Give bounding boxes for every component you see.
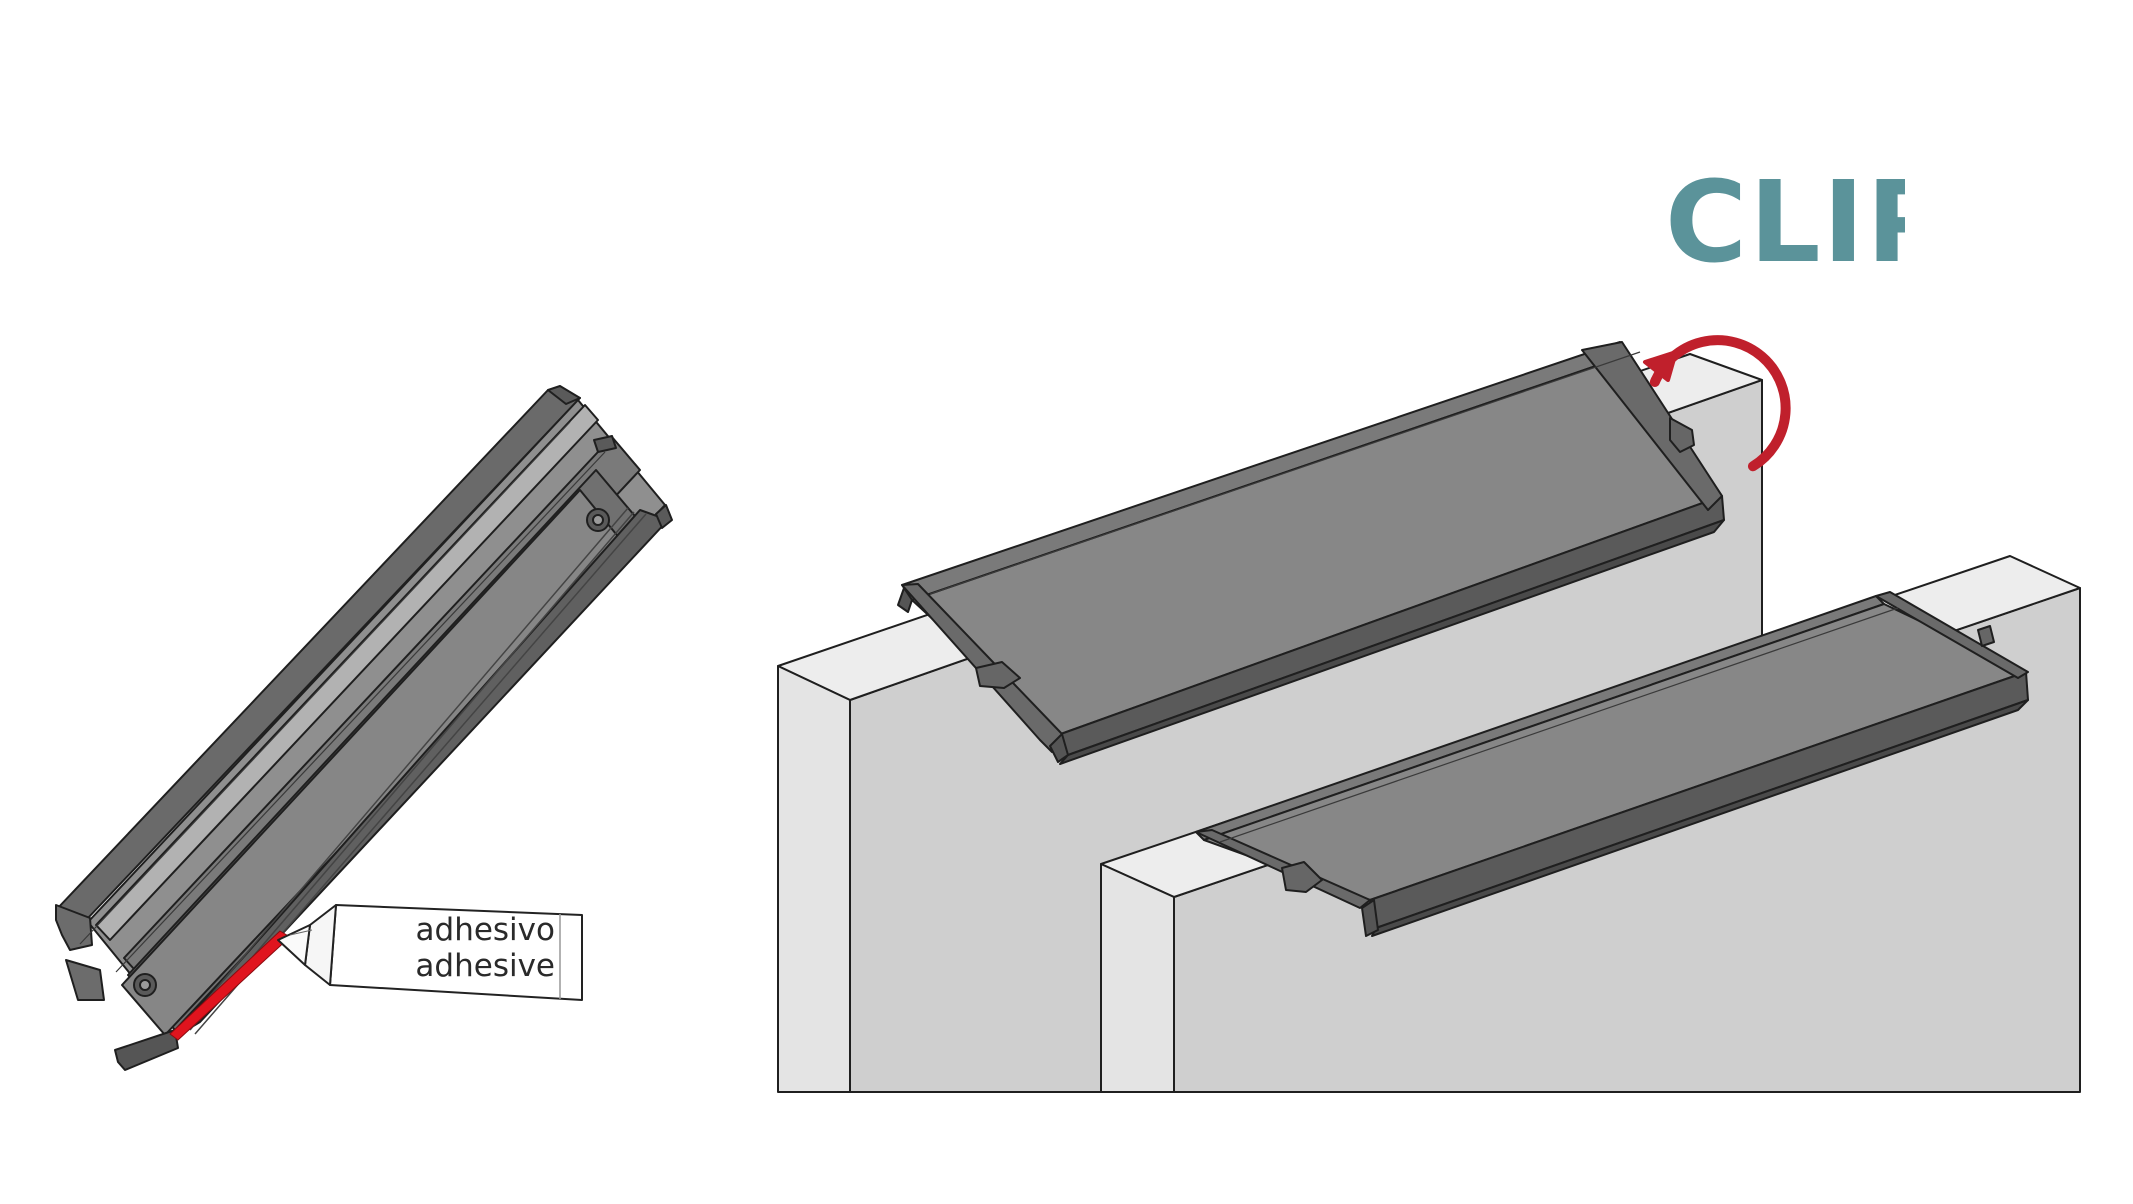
mounted-handle-end-cap-right — [1875, 591, 2029, 679]
handle-clipped-on-panel — [897, 341, 1725, 765]
clip-handle-end-cap-right — [1581, 341, 1723, 511]
handle-profile-with-adhesive — [55, 385, 673, 1071]
panel-back-edge — [777, 665, 851, 1093]
clip-rotation-arrow — [1643, 335, 1791, 472]
profile-top-rib — [95, 404, 599, 941]
mounted-clip-hook-left — [1281, 861, 1323, 893]
panel-front-edge — [1100, 863, 1175, 1093]
handle-mounted-on-panel — [1195, 591, 2029, 937]
adhesive-label-es: adhesivo — [416, 912, 555, 948]
adhesive-tube: adhesivo adhesive — [277, 904, 583, 1001]
clip-title: CLIP — [1665, 168, 1905, 283]
adhesive-tube-nozzle — [277, 924, 311, 966]
adhesive-label-en: adhesive — [415, 948, 555, 984]
profile-end-cap-bottom — [114, 1029, 179, 1071]
rotation-arc — [1649, 335, 1791, 472]
profile-end-cap-top — [547, 385, 581, 405]
adhesive-tube-shoulder — [304, 904, 337, 986]
clip-hook-left — [975, 661, 1021, 689]
rotation-arrowhead — [1643, 350, 1678, 382]
